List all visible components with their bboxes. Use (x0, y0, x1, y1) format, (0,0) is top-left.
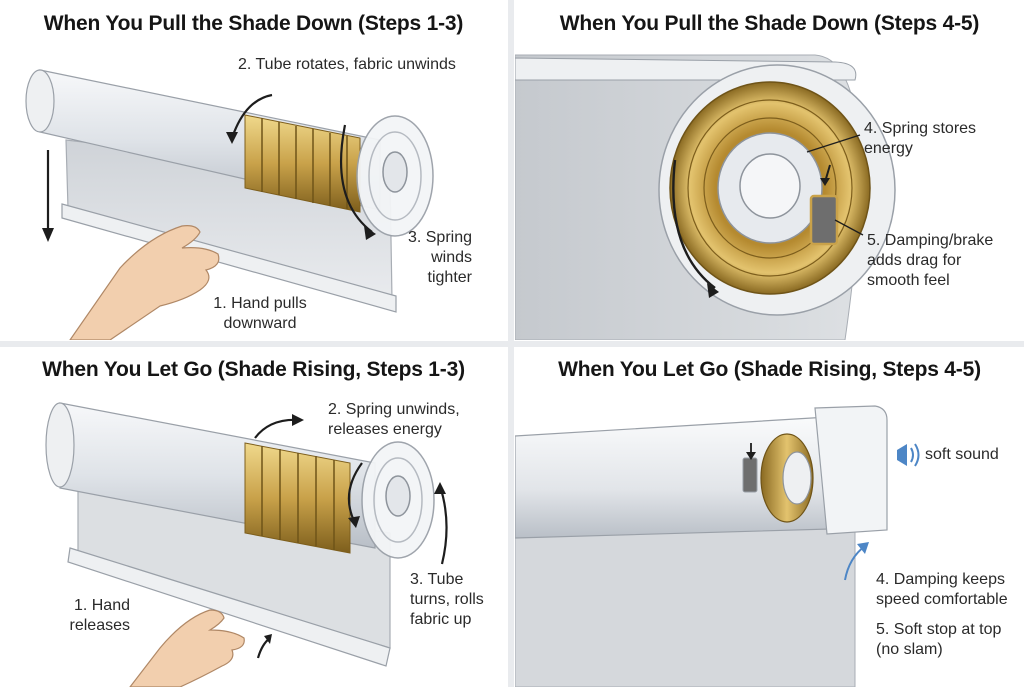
label-tube-turns: 3. Tube turns, rolls fabric up (410, 570, 484, 630)
label-spring-stores: 4. Spring stores energy (864, 119, 976, 159)
brake-pad (743, 458, 757, 492)
label-damping-brake: 5. Damping/brake adds drag for smooth fe… (867, 231, 993, 291)
spring-coil (245, 443, 350, 553)
panel-divider-horizontal (0, 341, 1024, 347)
panel-let-go-steps-1-3: When You Let Go (Shade Rising, Steps 1-3… (0, 348, 507, 687)
label-hand-pulls: 1. Hand pulls downward (190, 294, 330, 334)
up-arrow (440, 486, 447, 564)
brake-pad (811, 196, 837, 244)
label-spring-winds: 3. Spring winds tighter (382, 228, 472, 288)
hand-icon (130, 610, 244, 687)
roller-shade-illustration (0, 0, 507, 340)
label-soft-stop: 5. Soft stop at top (no slam) (876, 620, 1001, 660)
label-soft-sound: soft sound (925, 445, 999, 465)
label-spring-unwinds: 2. Spring unwinds, releases energy (328, 400, 460, 440)
panel-let-go-steps-4-5: When You Let Go (Shade Rising, Steps 4-5… (515, 348, 1024, 687)
label-tube-rotates: 2. Tube rotates, fabric unwinds (238, 55, 456, 75)
label-hand-releases: 1. Hand releases (30, 596, 130, 636)
panel-pull-down-steps-1-3: When You Pull the Shade Down (Steps 1-3) (0, 0, 507, 340)
roller-shade-rising-illustration (0, 348, 507, 687)
label-damping-keeps: 4. Damping keeps speed comfortable (876, 570, 1008, 610)
speaker-icon (897, 444, 919, 466)
panel-pull-down-steps-4-5: When You Pull the Shade Down (Steps 4-5)… (515, 0, 1024, 340)
